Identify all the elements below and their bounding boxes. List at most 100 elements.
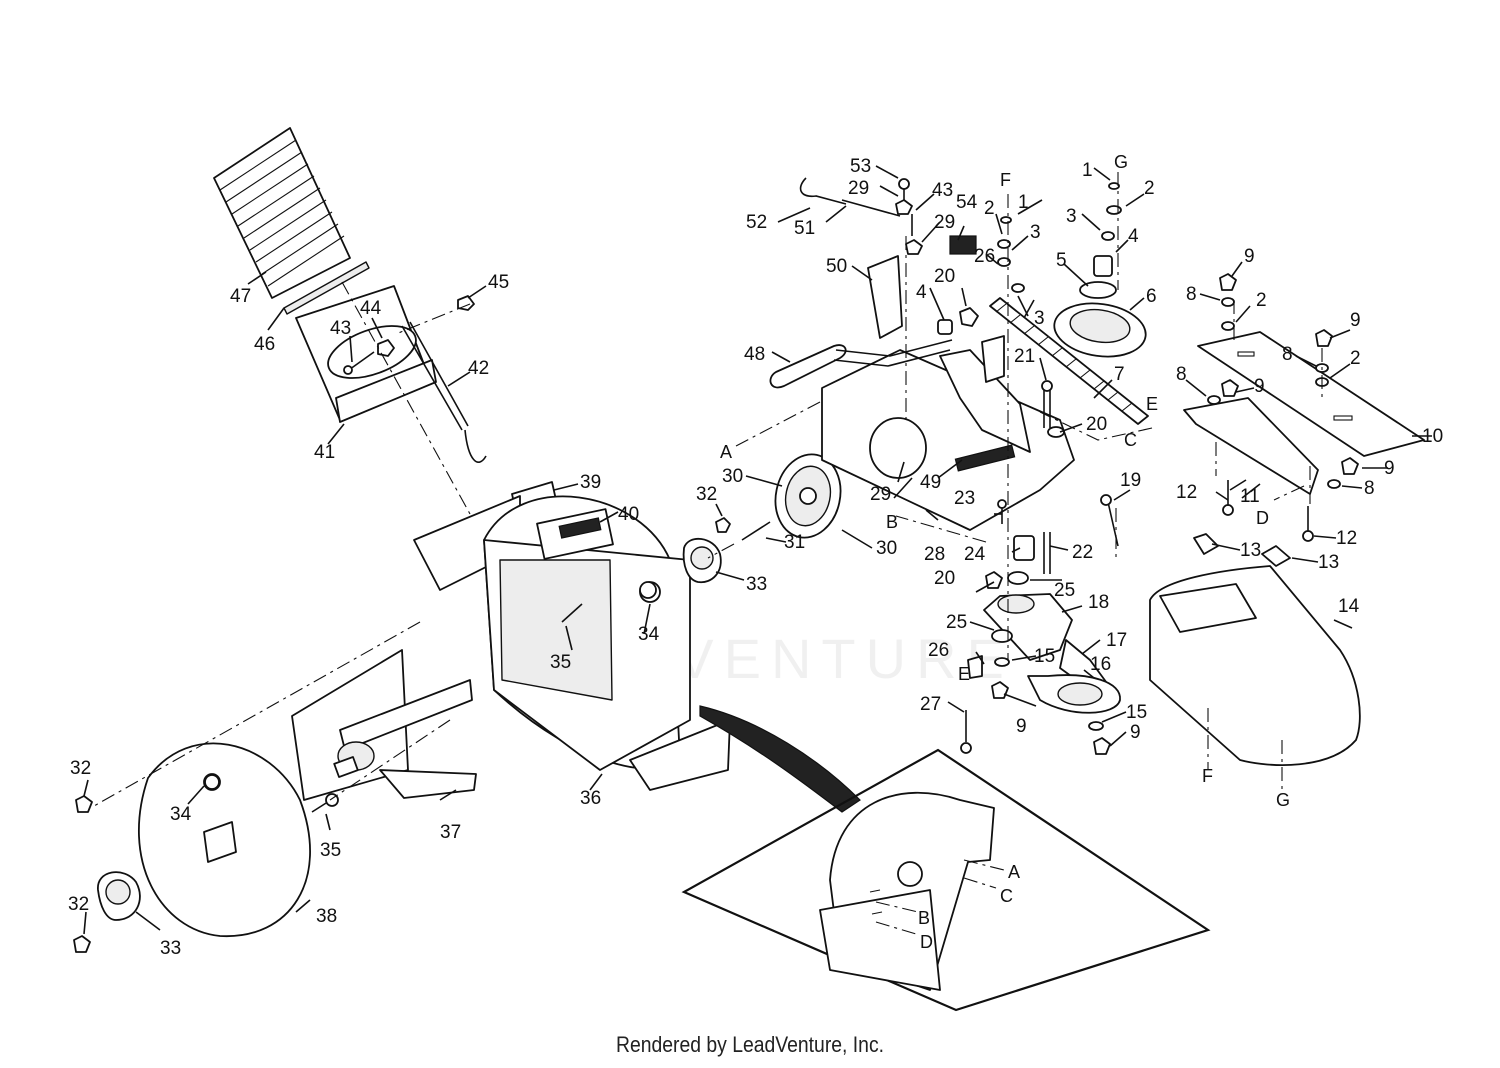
part-1-washer-left[interactable] <box>1000 216 1012 224</box>
part-36-blower-housing[interactable] <box>413 495 731 791</box>
callout-2: 2 <box>1350 348 1361 369</box>
part-33-bearing-lower[interactable] <box>97 871 141 921</box>
part-31-key[interactable] <box>741 521 771 541</box>
part-14-belt-cover[interactable] <box>1149 565 1361 766</box>
part-18-idler-arm[interactable] <box>983 593 1073 661</box>
callout-39: 39 <box>580 472 601 493</box>
part-34-plug-lower[interactable] <box>204 774 220 790</box>
part-9-nut-a[interactable] <box>1219 273 1237 291</box>
part-2-washer-left[interactable] <box>997 239 1011 249</box>
part-13-knob-right[interactable] <box>1261 545 1291 567</box>
part-35-screw-upper[interactable] <box>561 603 583 623</box>
part-40-label[interactable] <box>558 517 602 539</box>
part-20-nut-upper[interactable] <box>959 307 979 327</box>
part-3-washer-spring[interactable] <box>1011 283 1025 293</box>
part-15-washer-upper[interactable] <box>994 657 1010 667</box>
part-33-bearing-upper[interactable] <box>682 538 722 584</box>
part-9-nut-b[interactable] <box>1315 329 1333 347</box>
part-8-washer-a[interactable] <box>1221 297 1235 307</box>
part-9-nut-d[interactable] <box>1341 457 1359 475</box>
part-16-pulley[interactable] <box>1027 674 1121 714</box>
part-26-tab-lower[interactable] <box>967 655 983 679</box>
part-45-nut[interactable] <box>457 295 475 311</box>
part-10-plate[interactable] <box>1197 331 1425 457</box>
part-4-spacer-left[interactable] <box>937 319 953 335</box>
callout-16: 16 <box>1090 654 1111 675</box>
ref-letter-d: D <box>1256 508 1269 528</box>
callout-3: 3 <box>1066 206 1077 227</box>
part-11-bracket[interactable] <box>1183 397 1319 495</box>
callout-1: 1 <box>1018 192 1029 213</box>
part-41-chute-adapter[interactable] <box>295 285 437 423</box>
part-9-nut-c[interactable] <box>1221 379 1239 397</box>
part-15-washer-lower[interactable] <box>1088 721 1104 731</box>
part-27-bolt[interactable] <box>960 710 972 754</box>
callout-12: 12 <box>1176 482 1197 503</box>
part-47-hose[interactable] <box>213 127 351 299</box>
callout-2: 2 <box>984 198 995 219</box>
part-5-bearing[interactable] <box>1079 281 1117 299</box>
part-30-pulley[interactable] <box>768 448 848 543</box>
part-38-backplate[interactable] <box>138 742 311 937</box>
part-2-washer-right[interactable] <box>1106 205 1122 215</box>
part-44-nut[interactable] <box>377 339 395 357</box>
part-32-nut-left[interactable] <box>75 795 93 813</box>
belt-flare <box>699 705 861 813</box>
part-24-spacer[interactable] <box>1013 535 1035 561</box>
part-8-washer-d[interactable] <box>1327 479 1341 489</box>
callout-27: 27 <box>920 694 941 715</box>
part-21-bolt[interactable] <box>1041 380 1053 428</box>
part-50-bracket[interactable] <box>867 255 903 339</box>
part-49-decal[interactable] <box>954 444 1016 472</box>
part-12-bolt-right[interactable] <box>1302 506 1314 542</box>
part-22-bolt[interactable] <box>1043 532 1051 574</box>
callout-9: 9 <box>1130 722 1141 743</box>
part-20-washer-mid[interactable] <box>1047 426 1065 438</box>
callout-44: 44 <box>360 298 382 319</box>
part-9-nut-lower-a[interactable] <box>991 681 1009 699</box>
part-51-pin[interactable] <box>841 199 901 217</box>
part-9-nut-lower-b[interactable] <box>1093 737 1111 755</box>
part-29-nut-mid[interactable] <box>905 239 923 255</box>
part-25-bearing-upper[interactable] <box>1007 571 1029 585</box>
part-28-mounting-bracket[interactable] <box>821 349 1075 531</box>
part-3-washer-left[interactable] <box>997 257 1011 267</box>
part-48-handle-grip[interactable] <box>769 344 847 389</box>
callout-14: 14 <box>1338 596 1360 617</box>
part-34-plug-upper[interactable] <box>639 581 657 599</box>
part-42-chute-rod[interactable] <box>401 321 487 463</box>
part-25-bearing-lower[interactable] <box>991 629 1013 643</box>
callout-22: 22 <box>1072 542 1093 563</box>
part-37-impeller[interactable] <box>291 649 477 801</box>
part-3-washer-right[interactable] <box>1101 231 1115 241</box>
part-4-spacer-right[interactable] <box>1093 255 1113 277</box>
callout-42: 42 <box>468 358 489 379</box>
callout-54: 54 <box>956 192 978 213</box>
part-54-stop-block[interactable] <box>949 235 977 255</box>
callout-13: 13 <box>1240 540 1261 561</box>
part-52-hairpin[interactable] <box>799 177 847 205</box>
callout-10: 10 <box>1422 426 1443 447</box>
part-46-clamp[interactable] <box>283 261 370 315</box>
part-43-bolt[interactable] <box>343 351 375 375</box>
callout-18: 18 <box>1088 592 1109 613</box>
part-29-nut-top[interactable] <box>895 199 913 215</box>
part-1-washer-right[interactable] <box>1108 182 1120 190</box>
part-23-bolt[interactable] <box>997 499 1007 524</box>
part-8-washer-c[interactable] <box>1207 395 1221 405</box>
callout-13: 13 <box>1318 552 1339 573</box>
part-32-nut-upper[interactable] <box>715 517 731 533</box>
part-2-washer-a[interactable] <box>1221 321 1235 331</box>
callout-9: 9 <box>1350 310 1361 331</box>
part-26-tab-upper[interactable] <box>981 335 1005 383</box>
callout-3: 3 <box>1034 308 1045 329</box>
callout-34: 34 <box>170 804 192 825</box>
callout-34: 34 <box>638 624 660 645</box>
part-32-nut-bottom[interactable] <box>73 935 91 953</box>
part-7-spring[interactable] <box>989 297 1149 425</box>
callout-7: 7 <box>1114 364 1125 385</box>
callout-33: 33 <box>160 938 181 959</box>
callout-30: 30 <box>876 538 897 559</box>
part-6-idler-pulley[interactable] <box>1051 298 1149 362</box>
part-12-bolt-left[interactable] <box>1222 480 1234 516</box>
